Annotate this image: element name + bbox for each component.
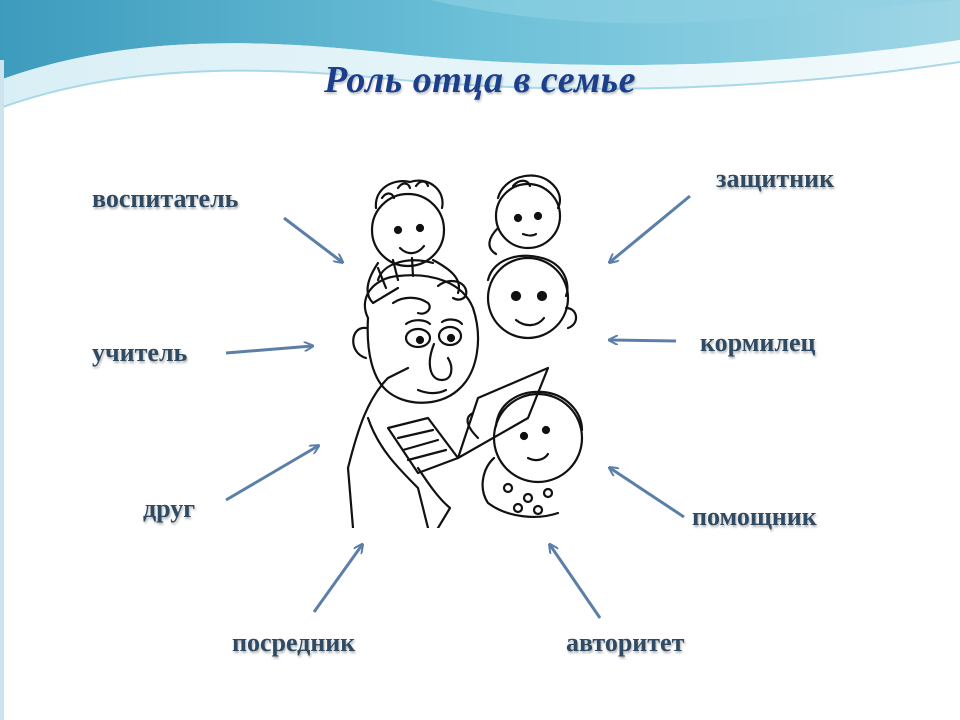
role-pomoshchnik: помощник: [692, 502, 817, 531]
role-zashchitnik: защитник: [716, 164, 835, 193]
arrow-avtoritet: [550, 545, 602, 619]
role-posrednik: посредник: [232, 628, 356, 657]
role-avtoritet: авторитет: [566, 628, 685, 657]
left-border: [0, 60, 4, 720]
father-with-children-illustration: [346, 174, 584, 528]
arrow-uchitel: [225, 346, 312, 355]
arrow-posrednik: [312, 545, 362, 613]
arrow-kormilets: [610, 340, 677, 341]
arrow-drug: [225, 446, 318, 502]
arrow-vospitatel: [283, 216, 342, 262]
arrow-pomoshchnik: [610, 468, 685, 519]
arrow-zashchitnik: [610, 194, 691, 262]
role-vospitatel: воспитатель: [92, 184, 239, 213]
role-drug: друг: [143, 494, 196, 523]
role-kormilets: кормилец: [700, 328, 816, 357]
slide-title: Роль отца в семье: [324, 59, 636, 101]
role-uchitel: учитель: [92, 338, 188, 367]
decorative-wave: [0, 0, 960, 109]
